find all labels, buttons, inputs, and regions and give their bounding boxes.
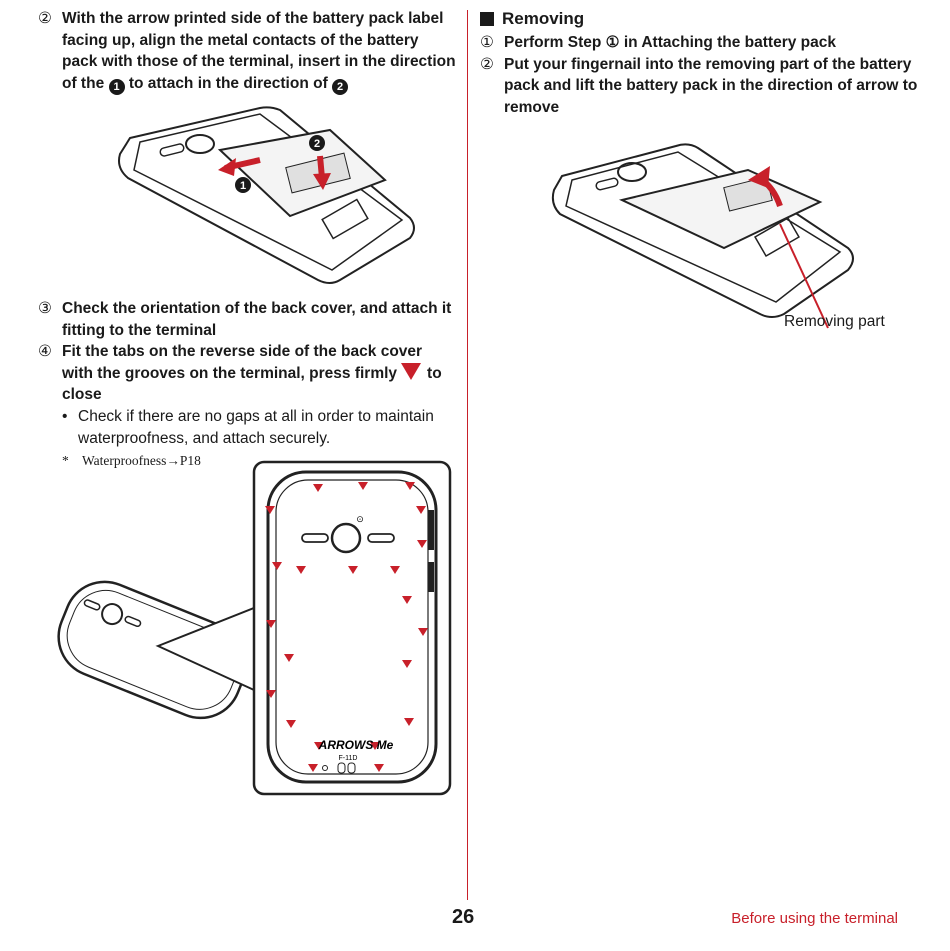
removing-part-label: Removing part (784, 313, 885, 330)
step-text-cont: to close (62, 364, 442, 404)
heading-text: Removing (502, 9, 585, 28)
step-2-attach-battery: ② With the arrow printed side of the bat… (38, 8, 456, 96)
column-divider (467, 10, 468, 900)
step-text: Put your fingernail into the removing pa… (504, 55, 918, 116)
step-number: ② (480, 55, 494, 73)
battery-insert-figure: 2 1 (118, 106, 415, 284)
step-text: Check the orientation of the back cover,… (62, 300, 452, 339)
note-text: Waterproofness→P18 (82, 452, 201, 468)
step-number: ④ (38, 343, 52, 360)
step-4-close-cover: ④ Fit the tabs on the reverse side of th… (38, 341, 456, 406)
waterproof-bullet: • Check if there are no gaps at all in o… (38, 406, 456, 450)
note-mark: * (62, 452, 69, 468)
press-triangle-icon (401, 362, 422, 380)
step-text: With the arrow printed side of the batte… (62, 10, 456, 92)
step-number: ③ (38, 300, 52, 317)
section-footer: Before using the terminal (731, 910, 898, 927)
bullet-mark: • (62, 407, 68, 425)
direction-1-badge: 1 (108, 79, 125, 96)
step-3-attach-cover: ③ Check the orientation of the back cove… (38, 298, 456, 341)
left-column-lower: ③ Check the orientation of the back cove… (38, 298, 456, 472)
step-text: Perform Step ① in Attaching the battery … (504, 34, 836, 51)
svg-text:⊙: ⊙ (356, 514, 364, 524)
step-text: Fit the tabs on the reverse side of the … (62, 343, 423, 382)
step-number: ② (38, 10, 52, 27)
removing-heading: Removing (480, 8, 920, 30)
bullet-text: Check if there are no gaps at all in ord… (78, 407, 434, 447)
remove-step-1: ① Perform Step ① in Attaching the batter… (480, 32, 920, 54)
waterproof-note: * Waterproofness→P18 (38, 450, 456, 472)
cover-model: F-11D (339, 755, 358, 762)
fig-label-1: 1 (240, 180, 246, 192)
right-column: Removing ① Perform Step ① in Attaching t… (480, 8, 920, 118)
page-number: 26 (452, 906, 475, 928)
step-text-cont: to attach in the direction of (128, 74, 328, 92)
heading-square-icon (480, 12, 494, 26)
step-number: ① (480, 34, 494, 51)
remove-step-2: ② Put your fingernail into the removing … (480, 54, 920, 119)
left-column: ② With the arrow printed side of the bat… (38, 8, 456, 96)
battery-remove-figure (551, 143, 854, 329)
direction-2-badge: 2 (332, 79, 349, 96)
cover-brand: ARROWS Me (318, 738, 394, 752)
fig-label-2: 2 (314, 138, 320, 150)
back-cover-figure: ⊙ ARROWS Me F-11D (57, 460, 452, 796)
